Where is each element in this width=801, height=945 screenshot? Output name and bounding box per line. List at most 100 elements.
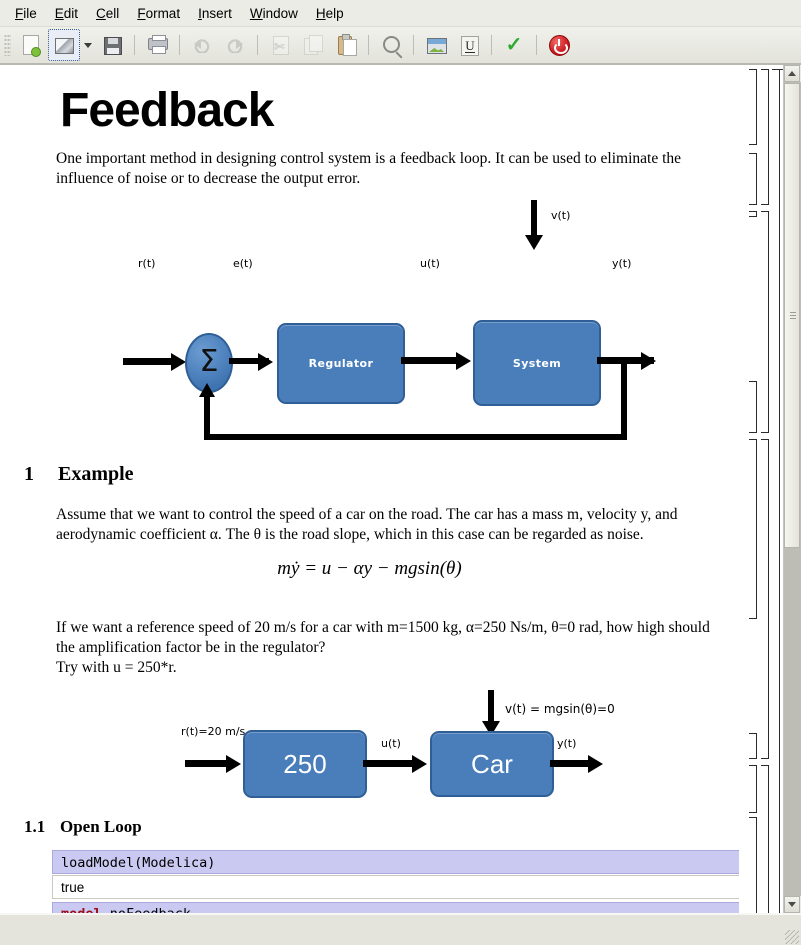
notebook-page[interactable]: Feedback One important method in designi… bbox=[0, 65, 739, 913]
signal-label-u-open: u(t) bbox=[381, 737, 401, 750]
cell-bracket-input1[interactable] bbox=[749, 765, 757, 813]
wire-feedback-down bbox=[621, 357, 627, 440]
vertical-scrollbar[interactable] bbox=[783, 65, 801, 913]
wire-v bbox=[531, 200, 537, 238]
toolbar-drag-handle[interactable] bbox=[4, 34, 11, 56]
output-cell-1-text: true bbox=[61, 880, 85, 895]
wire-u bbox=[401, 357, 463, 364]
gain-label: 250 bbox=[283, 748, 327, 779]
menu-window[interactable]: Window bbox=[249, 5, 298, 21]
cell-bracket-assume[interactable] bbox=[749, 439, 757, 619]
scroll-up-button[interactable] bbox=[784, 65, 800, 82]
signal-label-r: r(t) bbox=[138, 257, 156, 270]
cell-group-bracket-outer[interactable] bbox=[772, 69, 780, 913]
question-line-1: If we want a reference speed of 20 m/s f… bbox=[56, 619, 710, 636]
wire-y-open bbox=[550, 760, 594, 767]
code-model-name: noFeedback bbox=[102, 906, 191, 913]
code-keyword-model: model bbox=[61, 906, 102, 913]
arrowhead-r bbox=[171, 353, 186, 371]
print-button[interactable] bbox=[141, 29, 173, 61]
open-dropdown-arrow-icon[interactable] bbox=[81, 30, 95, 60]
question-line-3: Try with u = 250*r. bbox=[56, 659, 177, 676]
menu-insert[interactable]: Insert bbox=[198, 5, 232, 21]
new-document-button[interactable] bbox=[15, 29, 47, 61]
cell-bracket-column bbox=[739, 65, 788, 913]
menu-format[interactable]: Format bbox=[137, 5, 181, 21]
intro-paragraph: One important method in designing contro… bbox=[56, 150, 682, 188]
signal-label-u: u(t) bbox=[420, 257, 440, 270]
signal-label-r-open: r(t)=20 m/s bbox=[181, 725, 246, 738]
input-cell-2[interactable]: model noFeedback import SI = Modelica.SI… bbox=[52, 902, 739, 913]
toolbar-separator bbox=[179, 35, 180, 55]
cell-bracket-intro[interactable] bbox=[749, 153, 757, 205]
cell-bracket-title[interactable] bbox=[749, 69, 757, 145]
section-title: Example bbox=[58, 463, 134, 485]
status-bar bbox=[0, 913, 801, 945]
equation-car-dynamics: mẏ = u − αy − mgsin(θ) bbox=[277, 558, 462, 579]
menu-help[interactable]: Help bbox=[315, 5, 344, 21]
insert-image-button[interactable] bbox=[420, 29, 452, 61]
assume-paragraph: Assume that we want to control the speed… bbox=[56, 506, 678, 544]
regulator-label: Regulator bbox=[308, 357, 374, 370]
scroll-down-button[interactable] bbox=[784, 896, 800, 913]
cell-bracket-diagram1[interactable] bbox=[749, 211, 757, 217]
regulator-block: Regulator bbox=[277, 323, 405, 404]
redo-button[interactable] bbox=[219, 29, 251, 61]
toolbar-separator bbox=[257, 35, 258, 55]
stop-power-icon bbox=[548, 34, 570, 56]
interrupt-button[interactable] bbox=[543, 29, 575, 61]
section-number: 1 bbox=[24, 463, 34, 485]
car-label: Car bbox=[471, 748, 513, 779]
arrowhead-y bbox=[641, 352, 656, 370]
toolbar-separator bbox=[134, 35, 135, 55]
subsection-number: 1.1 bbox=[24, 817, 46, 836]
output-cell-1[interactable]: true bbox=[52, 875, 739, 899]
cell-group-bracket-inner-2[interactable] bbox=[761, 211, 769, 433]
system-label: System bbox=[512, 356, 562, 370]
search-icon bbox=[380, 34, 402, 56]
evaluate-button[interactable]: ✓ bbox=[498, 29, 530, 61]
toolbar: ✄ U ✓ bbox=[0, 27, 801, 64]
wire-u-open bbox=[363, 760, 418, 767]
sum-node-label: Σ bbox=[199, 344, 219, 379]
notebook-content: Feedback One important method in designi… bbox=[0, 65, 739, 913]
cell-bracket-section1[interactable] bbox=[749, 381, 757, 433]
underline-button[interactable]: U bbox=[453, 29, 485, 61]
paste-button[interactable] bbox=[330, 29, 362, 61]
gain-block: 250 bbox=[243, 730, 367, 798]
menu-cell[interactable]: Cell bbox=[96, 5, 120, 21]
toolbar-separator bbox=[368, 35, 369, 55]
system-block: System bbox=[473, 320, 601, 406]
cell-group-bracket-inner[interactable] bbox=[761, 69, 769, 205]
resize-grip[interactable] bbox=[785, 930, 799, 944]
menu-edit[interactable]: Edit bbox=[54, 5, 79, 21]
menu-file[interactable]: FFileile bbox=[15, 5, 37, 21]
toolbar-separator bbox=[413, 35, 414, 55]
new-document-icon bbox=[20, 34, 42, 57]
input-cell-1-text: loadModel(Modelica) bbox=[61, 855, 216, 871]
signal-label-y-open: y(t) bbox=[557, 737, 577, 750]
cell-group-bracket-inner-4[interactable] bbox=[761, 765, 769, 913]
evaluate-check-icon: ✓ bbox=[505, 34, 523, 56]
find-button[interactable] bbox=[375, 29, 407, 61]
copy-button[interactable] bbox=[297, 29, 329, 61]
print-icon bbox=[146, 34, 168, 56]
redo-icon bbox=[224, 34, 246, 56]
cell-bracket-code[interactable] bbox=[749, 817, 757, 913]
scrollbar-thumb[interactable] bbox=[784, 83, 800, 548]
wire-feedback-up bbox=[204, 395, 210, 440]
cell-bracket-openloop[interactable] bbox=[749, 733, 757, 759]
wire-v-open bbox=[488, 690, 494, 724]
page-title: Feedback bbox=[60, 84, 274, 137]
open-document-button[interactable] bbox=[48, 29, 80, 61]
arrowhead-feedback bbox=[199, 383, 215, 397]
undo-button[interactable] bbox=[186, 29, 218, 61]
menu-bar: FFileile Edit Cell Format Insert Window … bbox=[0, 0, 801, 27]
cut-button[interactable]: ✄ bbox=[264, 29, 296, 61]
cell-group-bracket-inner-3[interactable] bbox=[761, 439, 769, 759]
save-button[interactable] bbox=[96, 29, 128, 61]
input-cell-1[interactable]: loadModel(Modelica) bbox=[52, 850, 739, 874]
wire-e bbox=[229, 358, 269, 364]
paste-icon bbox=[335, 34, 357, 56]
